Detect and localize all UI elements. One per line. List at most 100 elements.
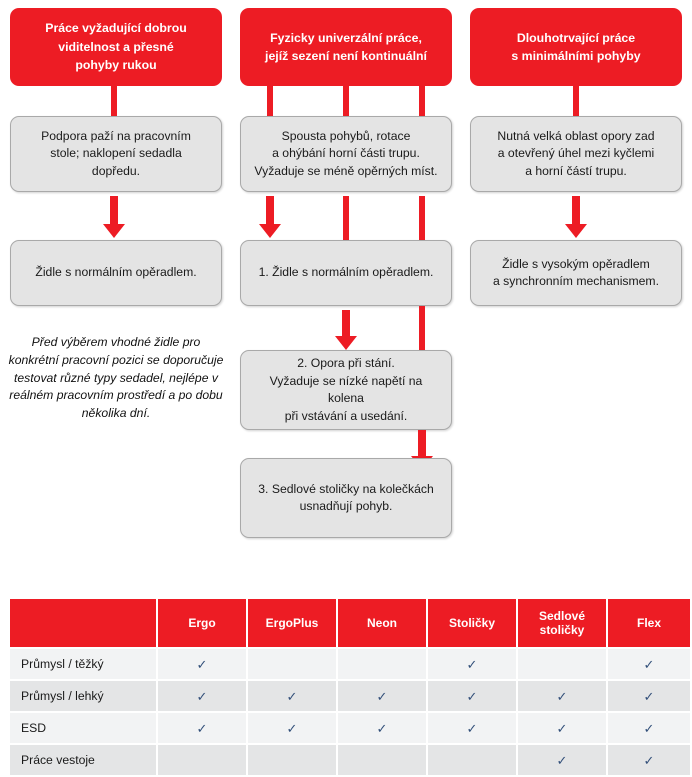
- passthrough-line-col2-c-2: [419, 306, 425, 350]
- cell-stolicky: [428, 745, 516, 775]
- solution-line: Židle s normálním opěradlem.: [35, 265, 197, 280]
- header-box-precision-work: Práce vyžadující dobrou viditelnost a př…: [10, 8, 222, 86]
- table-col-header-ergo: Ergo: [158, 599, 246, 647]
- solution-box-col2-3: 3. Sedlové stoličky na kolečkách usnadňu…: [240, 458, 452, 538]
- check-icon: ✓: [466, 688, 478, 704]
- cell-flex: ✓: [608, 745, 690, 775]
- table-col-header-neon: Neon: [338, 599, 426, 647]
- cell-ergoplus: ✓: [248, 713, 336, 743]
- cell-ergo: ✓: [158, 649, 246, 679]
- connector-line-col2-b: [343, 86, 349, 116]
- row-label: Průmysl / těžký: [10, 649, 156, 679]
- requirement-line: a ohýbání horní části trupu.: [272, 146, 420, 161]
- solution-line: a synchronním mechanismem.: [493, 274, 659, 288]
- solution-line: Židle s vysokým opěradlem: [502, 256, 650, 271]
- check-icon: ✓: [196, 656, 208, 672]
- table-row: Práce vestoje ✓ ✓: [10, 745, 690, 775]
- check-icon: ✓: [556, 720, 568, 736]
- cell-sedlove-stolicky: [518, 649, 606, 679]
- solution-box-col2-2: 2. Opora při stání. Vyžaduje se nízké na…: [240, 350, 452, 430]
- requirement-line: dopředu.: [91, 163, 141, 178]
- passthrough-line-col2-c-1: [419, 196, 425, 240]
- check-icon: ✓: [643, 720, 655, 736]
- connector-line-col3: [573, 86, 579, 116]
- row-label: Práce vestoje: [10, 745, 156, 775]
- check-icon: ✓: [643, 688, 655, 704]
- connector-line-col1: [111, 86, 117, 116]
- arrow-down-col2-to-1: [256, 196, 284, 238]
- cell-sedlove-stolicky: ✓: [518, 745, 606, 775]
- solution-line: 2. Opora při stání.: [297, 356, 395, 370]
- header-line: pohyby rukou: [75, 58, 157, 73]
- solution-box-col3-1: Židle s vysokým opěradlem a synchronním …: [470, 240, 682, 306]
- requirement-line: a horní částí trupu.: [525, 163, 627, 178]
- cell-neon: ✓: [338, 681, 426, 711]
- solution-line: usnadňují pohyb.: [299, 499, 393, 513]
- requirement-line: Podpora paží na pracovním: [41, 128, 191, 143]
- note-line: reálném pracovním prostředí: [9, 388, 166, 403]
- table-corner-cell: [10, 599, 156, 647]
- advisory-note: Před výběrem vhodné židle pro konkrétní …: [8, 334, 224, 423]
- header-line: jejíž sezení není kontinuální: [265, 49, 427, 63]
- requirement-box-universal-work: Spousta pohybů, rotace a ohýbání horní č…: [240, 116, 452, 192]
- header-line: s minimálními pohyby: [511, 49, 641, 63]
- header-box-longterm-work: Dlouhotrvající práce s minimálními pohyb…: [470, 8, 682, 86]
- check-icon: ✓: [376, 720, 388, 736]
- check-icon: ✓: [286, 720, 298, 736]
- requirement-box-longterm-work: Nutná velká oblast opory zad a otevřený …: [470, 116, 682, 192]
- table-row: Průmysl / lehký ✓ ✓ ✓ ✓ ✓ ✓: [10, 681, 690, 711]
- cell-neon: ✓: [338, 713, 426, 743]
- check-icon: ✓: [466, 656, 478, 672]
- check-icon: ✓: [196, 720, 208, 736]
- connector-line-col2-c: [419, 86, 425, 116]
- cell-flex: ✓: [608, 649, 690, 679]
- cell-ergo: ✓: [158, 681, 246, 711]
- check-icon: ✓: [556, 752, 568, 768]
- table-col-header-ergoplus: ErgoPlus: [248, 599, 336, 647]
- check-icon: ✓: [286, 688, 298, 704]
- note-line: typy sedadel, nejlépe v: [93, 370, 218, 385]
- table-row: ESD ✓ ✓ ✓ ✓ ✓ ✓: [10, 713, 690, 743]
- check-icon: ✓: [556, 688, 568, 704]
- solution-box-col2-1: 1. Židle s normálním opěradlem.: [240, 240, 452, 306]
- check-icon: ✓: [376, 688, 388, 704]
- cell-stolicky: ✓: [428, 649, 516, 679]
- header-line: viditelnost a přesné: [58, 39, 174, 54]
- solution-box-col1-1: Židle s normálním opěradlem.: [10, 240, 222, 306]
- requirement-line: Spousta pohybů, rotace: [281, 128, 411, 143]
- check-icon: ✓: [643, 656, 655, 672]
- connector-line-col2-a: [267, 86, 273, 116]
- cell-neon: [338, 745, 426, 775]
- arrow-down-col3: [562, 196, 590, 238]
- cell-stolicky: ✓: [428, 713, 516, 743]
- note-line: se doporučuje testovat různé: [14, 352, 224, 385]
- note-line: a po dobu několika dní.: [81, 388, 223, 421]
- cell-stolicky: ✓: [428, 681, 516, 711]
- row-label: Průmysl / lehký: [10, 681, 156, 711]
- requirement-line: a otevřený úhel mezi kyčlemi: [497, 146, 655, 161]
- table-row: Průmysl / těžký ✓ ✓ ✓: [10, 649, 690, 679]
- product-compatibility-table: Ergo ErgoPlus Neon Stoličky Sedlové stol…: [8, 597, 692, 777]
- check-icon: ✓: [466, 720, 478, 736]
- cell-flex: ✓: [608, 713, 690, 743]
- header-line: Fyzicky univerzální práce,: [270, 30, 422, 45]
- requirement-line: stole; naklopení sedadla: [50, 146, 182, 161]
- table-col-header-sedlove-stolicky: Sedlové stoličky: [518, 599, 606, 647]
- table-col-header-flex: Flex: [608, 599, 690, 647]
- table-body: Průmysl / těžký ✓ ✓ ✓ Průmysl / lehký ✓ …: [10, 649, 690, 775]
- cell-neon: [338, 649, 426, 679]
- header-line: Dlouhotrvající práce: [516, 30, 636, 45]
- requirement-line: Nutná velká oblast opory zad: [497, 128, 655, 143]
- note-line: pro konkrétní pracovní pozici: [8, 335, 201, 367]
- header-box-universal-work: Fyzicky univerzální práce, jejíž sezení …: [240, 8, 452, 86]
- check-icon: ✓: [196, 688, 208, 704]
- cell-ergoplus: [248, 649, 336, 679]
- header-line: Práce vyžadující dobrou: [45, 21, 187, 36]
- solution-line: Vyžaduje se nízké napětí na kolena: [269, 373, 423, 406]
- solution-line: 1. Židle s normálním opěradlem.: [258, 265, 434, 280]
- arrow-down-col2-to-2: [332, 310, 360, 350]
- cell-sedlove-stolicky: ✓: [518, 681, 606, 711]
- arrow-down-col1: [100, 196, 128, 238]
- cell-ergo: [158, 745, 246, 775]
- solution-line: 3. Sedlové stoličky na kolečkách: [258, 481, 434, 496]
